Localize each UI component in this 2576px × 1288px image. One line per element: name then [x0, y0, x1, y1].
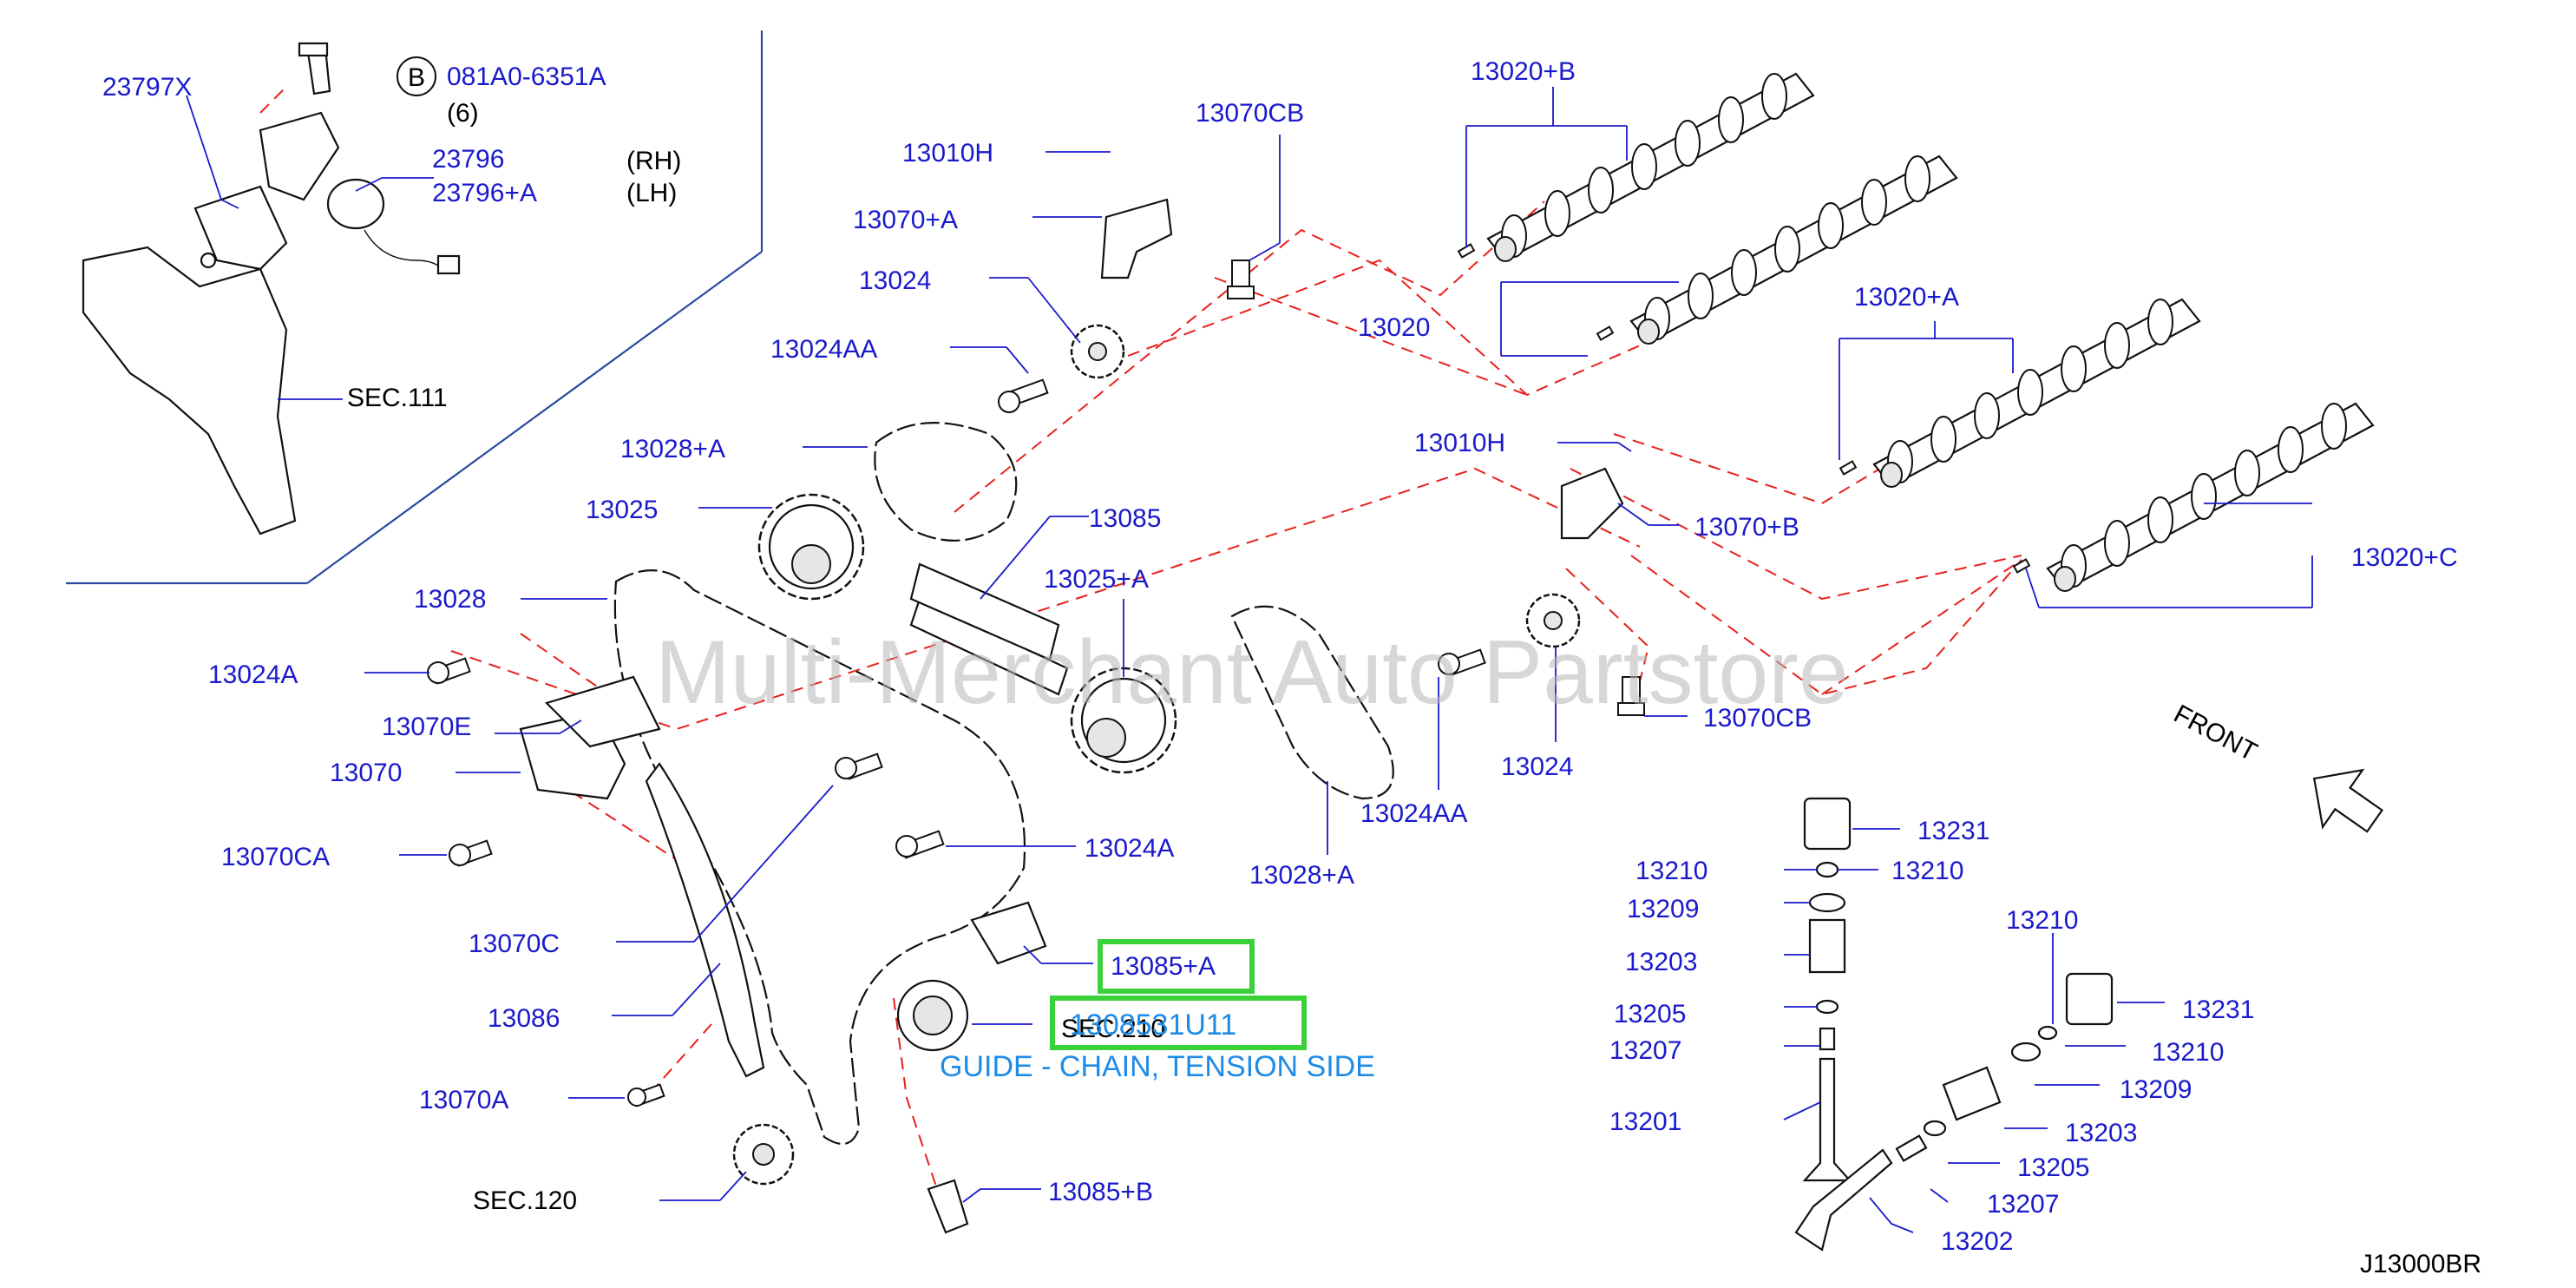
part-label-13086[interactable]: 13086: [488, 1004, 560, 1033]
highlight-13085-a[interactable]: [1098, 939, 1255, 994]
part-label-13024a-left[interactable]: 13024A: [208, 660, 298, 689]
part-label-13085-b[interactable]: 13085+B: [1048, 1178, 1153, 1206]
sec-210-label[interactable]: SEC.210: [1061, 1015, 1165, 1043]
part-label-13070-b[interactable]: 13070+B: [1694, 513, 1799, 542]
part-label-13020[interactable]: 13020: [1358, 313, 1430, 342]
part-label-13209-b[interactable]: 13209: [2120, 1075, 2192, 1104]
callout-circle-letter: B: [408, 63, 425, 92]
part-label-13024a-mid[interactable]: 13024A: [1085, 834, 1174, 863]
part-label-23796-a[interactable]: 23796+A: [432, 179, 537, 207]
highlight-hovered-part[interactable]: [1050, 996, 1307, 1050]
part-label-13210-d[interactable]: 13210: [2152, 1038, 2224, 1067]
part-label-13210-b[interactable]: 13210: [1891, 857, 1963, 885]
camshaft-13020-a: [1872, 298, 2201, 488]
leader-lines: [186, 87, 2313, 1233]
chain-guides: [519, 198, 1624, 1234]
part-label-13024aa-mid[interactable]: 13024AA: [1360, 799, 1467, 828]
bolts: [427, 260, 1645, 1107]
part-label-13085[interactable]: 13085: [1089, 504, 1161, 533]
part-label-23797x[interactable]: 23797X: [102, 73, 192, 102]
sprocket-13024-mid: [1525, 593, 1581, 648]
part-label-13020-b[interactable]: 13020+B: [1471, 57, 1576, 86]
part-label-13070cb-mid[interactable]: 13070CB: [1703, 704, 1812, 733]
camshaft-13020-c: [2046, 402, 2375, 592]
part-label-13070ca[interactable]: 13070CA: [221, 843, 330, 871]
front-label: FRONT: [2169, 700, 2262, 767]
part-label-13203-a[interactable]: 13203: [1625, 948, 1697, 976]
part-label-13024-mid[interactable]: 13024: [1501, 752, 1573, 781]
part-label-13070a[interactable]: 13070A: [419, 1086, 508, 1114]
sec-111-label[interactable]: SEC.111: [347, 384, 448, 412]
part-label-13025-a[interactable]: 13025+A: [1044, 565, 1149, 594]
part-label-23796[interactable]: 23796: [432, 145, 504, 174]
part-label-13207-b[interactable]: 13207: [1987, 1190, 2059, 1219]
part-label-13070c[interactable]: 13070C: [469, 930, 560, 958]
callout-circle: [397, 56, 436, 96]
camshaft-13020: [1629, 154, 1958, 345]
part-label-13210-c[interactable]: 13210: [2006, 906, 2078, 935]
part-label-13201[interactable]: 13201: [1609, 1107, 1681, 1136]
part-label-13028[interactable]: 13028: [414, 585, 486, 614]
tooltip-part-number: 1308531U11: [1070, 1009, 1236, 1042]
part-label-13020-a[interactable]: 13020+A: [1854, 283, 1959, 312]
bolt-spec-label[interactable]: 081A0-6351A: [447, 62, 606, 91]
valve-train: [1794, 797, 2114, 1252]
diagram-code: J13000BR: [2360, 1250, 2481, 1278]
side-lh-label: (LH): [626, 179, 677, 207]
watermark: Multi-Merchant Auto Partstore: [655, 622, 1849, 723]
part-label-13010h-top[interactable]: 13010H: [902, 139, 993, 168]
sec-120-label[interactable]: SEC.120: [473, 1186, 577, 1215]
part-label-13070cb-top[interactable]: 13070CB: [1196, 99, 1304, 128]
part-label-13231-a[interactable]: 13231: [1917, 817, 1989, 845]
camshaft-13020-b: [1486, 72, 1815, 262]
part-label-13024aa-left[interactable]: 13024AA: [770, 335, 877, 364]
part-label-13231-b[interactable]: 13231: [2182, 996, 2254, 1024]
part-label-13028-a-mid[interactable]: 13028+A: [1249, 861, 1354, 890]
part-label-13209-a[interactable]: 13209: [1627, 895, 1699, 923]
part-label-13203-b[interactable]: 13203: [2065, 1119, 2137, 1147]
part-label-13207-a[interactable]: 13207: [1609, 1036, 1681, 1065]
part-label-13070e[interactable]: 13070E: [382, 713, 471, 741]
part-label-13024-top[interactable]: 13024: [859, 266, 931, 295]
tooltip-description: GUIDE - CHAIN, TENSION SIDE: [940, 1050, 1375, 1083]
part-label-13010h-mid[interactable]: 13010H: [1414, 429, 1505, 457]
part-label-13070[interactable]: 13070: [330, 759, 402, 787]
part-label-13070-a-plus[interactable]: 13070+A: [853, 206, 958, 234]
part-label-13205-a[interactable]: 13205: [1614, 1000, 1686, 1028]
side-rh-label: (RH): [626, 147, 681, 175]
front-arrow: [2312, 768, 2383, 833]
part-label-13085-a[interactable]: 13085+A: [1111, 952, 1216, 981]
part-label-13205-b[interactable]: 13205: [2017, 1153, 2089, 1182]
sprocket-crank: [732, 1123, 795, 1186]
sprocket-13025: [757, 493, 865, 601]
part-label-13202[interactable]: 13202: [1941, 1227, 2013, 1256]
sprocket-13024-top: [1070, 324, 1125, 379]
part-labels: 23797X 23796 23796+A 13010H 13070CB 1307…: [102, 57, 2458, 1256]
inset-frame: [66, 30, 764, 585]
cam-sensor-assembly: [82, 42, 461, 536]
bolt-qty-label: (6): [447, 99, 479, 128]
part-label-13025[interactable]: 13025: [586, 496, 658, 524]
part-label-13210-a[interactable]: 13210: [1635, 857, 1708, 885]
dowel-pins: [1457, 243, 2031, 574]
part-label-13028-a-top[interactable]: 13028+A: [620, 435, 725, 463]
part-label-13020-c[interactable]: 13020+C: [2351, 543, 2458, 572]
